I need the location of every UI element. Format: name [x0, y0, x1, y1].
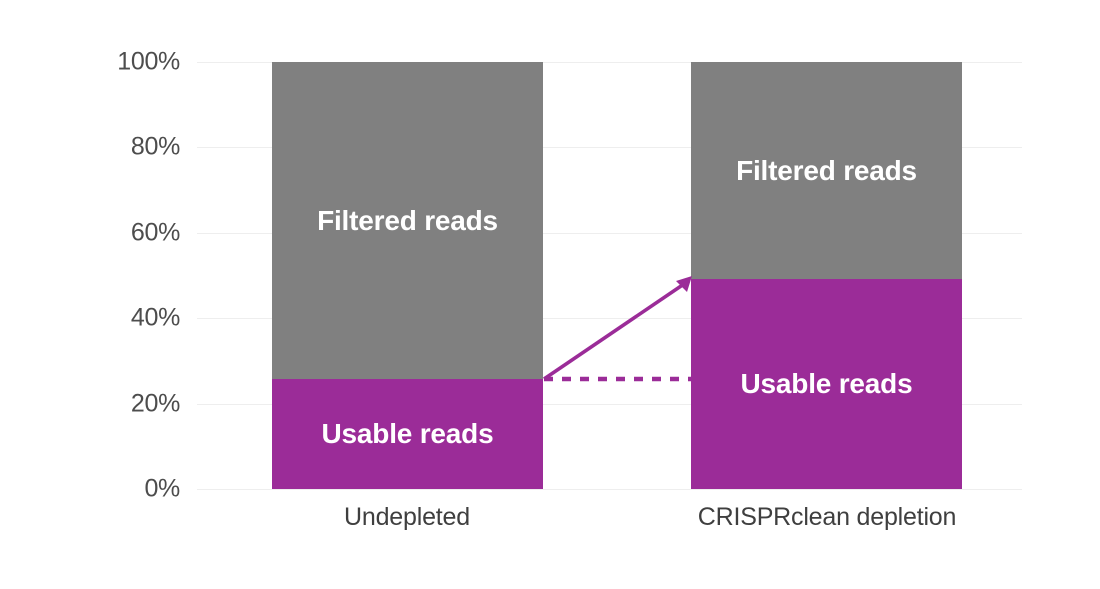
y-axis-tick-0: 0% — [144, 474, 180, 503]
plot-area: Filtered reads Usable reads Filtered rea… — [197, 62, 1022, 490]
y-axis-tick-100: 100% — [117, 47, 180, 76]
x-axis-tick-undepleted: Undepleted — [344, 503, 470, 531]
bar-segment-label-filtered-reads: Filtered reads — [317, 204, 498, 236]
y-axis-tick-60: 60% — [130, 218, 180, 247]
bar-segment-label-filtered-reads: Filtered reads — [736, 154, 917, 186]
y-axis-tick-20: 20% — [130, 389, 180, 418]
gridline-100 — [197, 62, 1022, 63]
bar-segment-label-usable-reads: Usable reads — [740, 368, 913, 399]
y-axis-tick-80: 80% — [130, 132, 180, 161]
x-axis-tick-crisprclean-depletion: CRISPRclean depletion — [697, 503, 957, 531]
gridline-80 — [197, 147, 1022, 148]
bar-group-undepleted: Filtered reads Usable reads — [272, 62, 543, 489]
bar-segment-usable-reads: Usable reads — [691, 279, 962, 489]
gridline-20 — [197, 404, 1022, 405]
bar-segment-label-usable-reads: Usable reads — [321, 418, 494, 449]
gridline-0 — [197, 489, 1022, 490]
y-axis-tick-40: 40% — [130, 303, 180, 332]
gridline-60 — [197, 233, 1022, 234]
bar-segment-filtered-reads: Filtered reads — [272, 62, 543, 379]
bar-segment-filtered-reads: Filtered reads — [691, 62, 962, 279]
bar-group-crisprclean-depletion: Filtered reads Usable reads — [691, 62, 962, 489]
bar-segment-usable-reads: Usable reads — [272, 379, 543, 489]
